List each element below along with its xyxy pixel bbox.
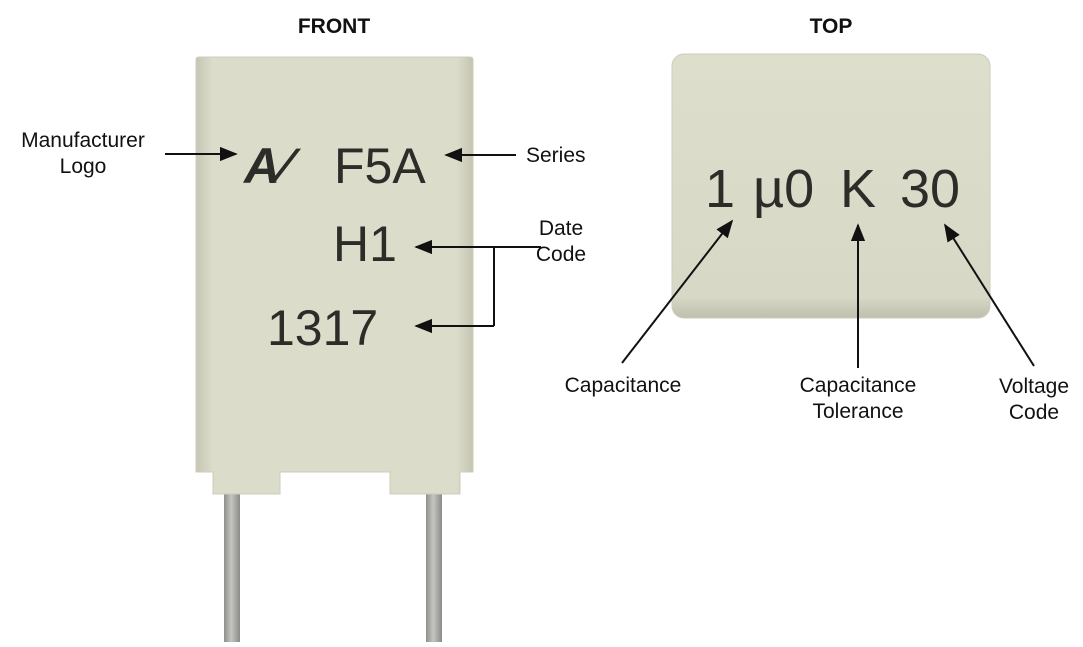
- right-lead: [426, 494, 442, 642]
- capacitance-multiplier-marking: µ0: [753, 159, 814, 219]
- callout-capacitance-tolerance-line-2: Tolerance: [812, 400, 903, 423]
- callout-voltage-code-line-1: Voltage: [999, 375, 1069, 398]
- date-code-line-2: 1317: [267, 300, 378, 356]
- top-view-title: TOP: [810, 15, 853, 38]
- capacitance-digit-marking: 1: [705, 159, 735, 219]
- callout-manufacturer-logo-line-1: Manufacturer: [21, 129, 145, 152]
- callout-series: Series: [526, 144, 586, 167]
- date-code-bracket: [493, 246, 541, 326]
- date-code-line-1: H1: [333, 216, 397, 272]
- voltage-marking: 30: [900, 159, 960, 219]
- front-capacitor-body: [195, 56, 474, 495]
- callout-capacitance: Capacitance: [565, 374, 682, 397]
- top-capacitor-body: [671, 53, 991, 319]
- left-lead: [224, 494, 240, 642]
- tolerance-marking: K: [840, 159, 876, 219]
- callout-date-code-line-1: Date: [539, 217, 583, 240]
- series-marking: F5A: [334, 138, 426, 194]
- arrow-voltage-code: [944, 223, 1035, 367]
- front-view-title: FRONT: [298, 15, 370, 38]
- callout-voltage-code-line-2: Code: [1009, 401, 1059, 424]
- callout-date-code-line-2: Code: [536, 243, 586, 266]
- callout-manufacturer-logo-line-2: Logo: [60, 155, 107, 178]
- callout-capacitance-tolerance-line-1: Capacitance: [800, 374, 917, 397]
- arrow-capacitance: [621, 219, 734, 364]
